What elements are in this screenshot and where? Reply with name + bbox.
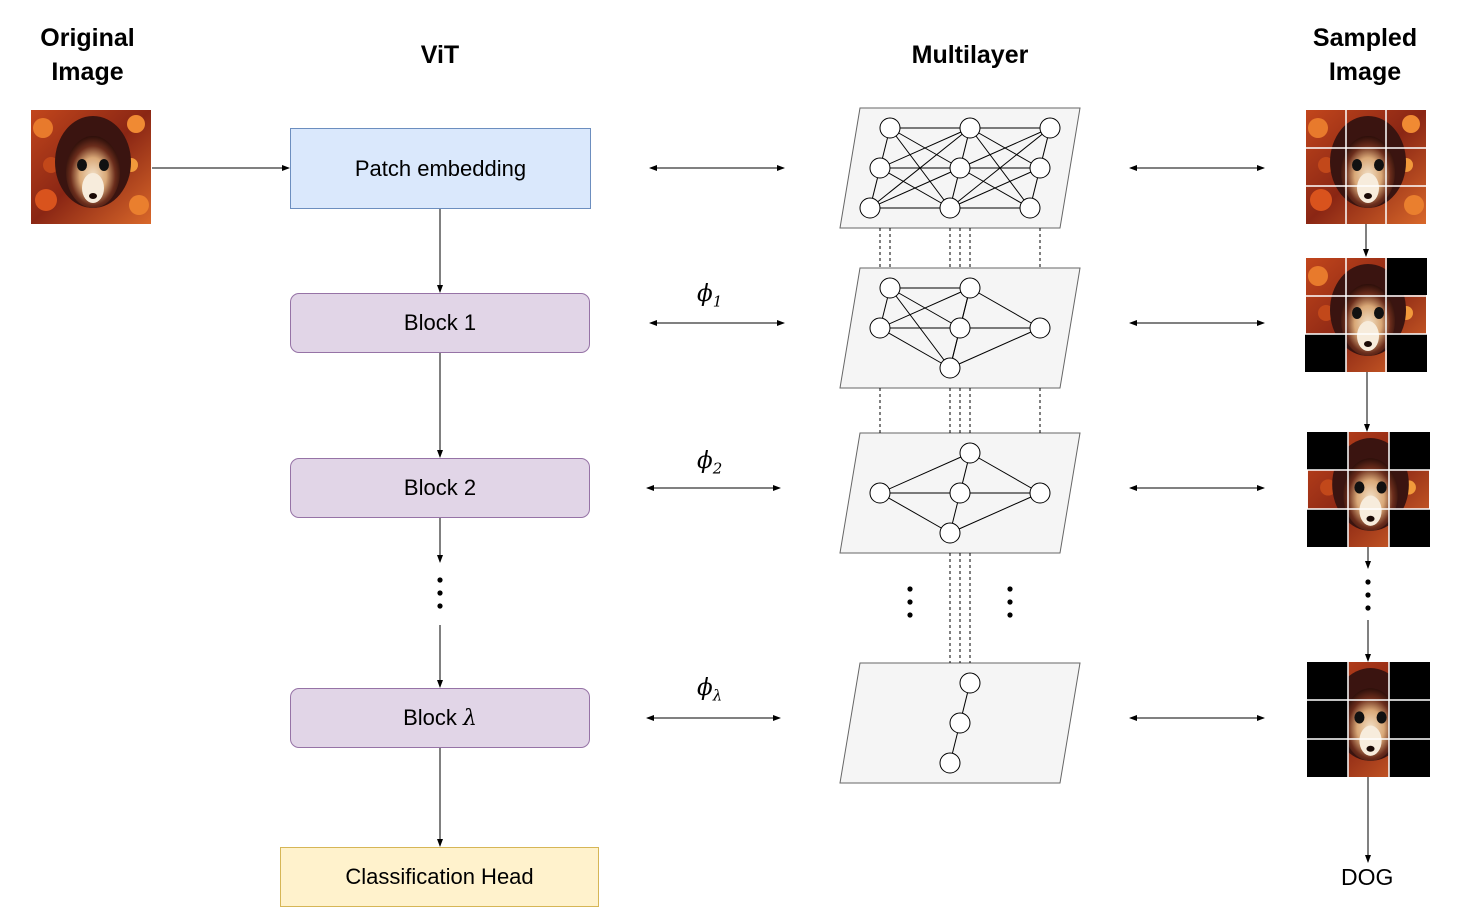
phi-subscript: λ — [712, 686, 723, 705]
sampled-ellipsis — [1365, 579, 1371, 611]
phi-symbol: ϕ — [697, 281, 713, 307]
layer-connectors — [879, 228, 1041, 663]
sampled-image-1 — [1305, 258, 1427, 372]
phi-symbol: ϕ — [697, 675, 713, 701]
dog-output-label: DOG — [1341, 864, 1394, 890]
vit-multilayer-arrows — [646, 165, 785, 721]
header-line: Image — [51, 58, 124, 86]
phi-symbol: ϕ — [697, 448, 713, 474]
classification-head-box: Classification Head — [280, 847, 599, 907]
block-2-box: Block 2 — [290, 458, 590, 518]
sampled-image-2 — [1307, 432, 1430, 547]
header-line: Original — [40, 24, 135, 52]
original-image-header: Original Image — [20, 21, 155, 89]
multilayer-header: Multilayer — [911, 41, 1029, 69]
patch-embedding-box: Patch embedding — [290, 128, 591, 209]
block-lambda-label: Block — [403, 705, 463, 730]
sampled-image-0 — [1305, 110, 1427, 224]
sampled-image-lambda — [1307, 662, 1430, 777]
phi-subscript: 1 — [712, 292, 723, 311]
block-lambda-box: Block λ — [290, 688, 590, 748]
multilayer-sampled-arrows — [1129, 165, 1265, 721]
phi-1-label: ϕ1 — [697, 281, 722, 311]
lambda-symbol: λ — [462, 705, 477, 731]
block-1-box: Block 1 — [290, 293, 590, 353]
phi-2-label: ϕ2 — [697, 448, 722, 478]
vit-ellipsis — [437, 577, 443, 609]
original-dog-image — [31, 110, 151, 224]
header-line: Sampled — [1312, 24, 1418, 52]
phi-subscript: 2 — [712, 459, 723, 478]
multilayer-ellipsis — [907, 586, 1013, 618]
phi-lambda-label: ϕλ — [697, 675, 722, 705]
network-nodes — [859, 117, 1061, 774]
vit-header: ViT — [420, 41, 460, 69]
sampled-image-header: Sampled Image — [1295, 21, 1435, 89]
header-line: Image — [1328, 58, 1402, 86]
